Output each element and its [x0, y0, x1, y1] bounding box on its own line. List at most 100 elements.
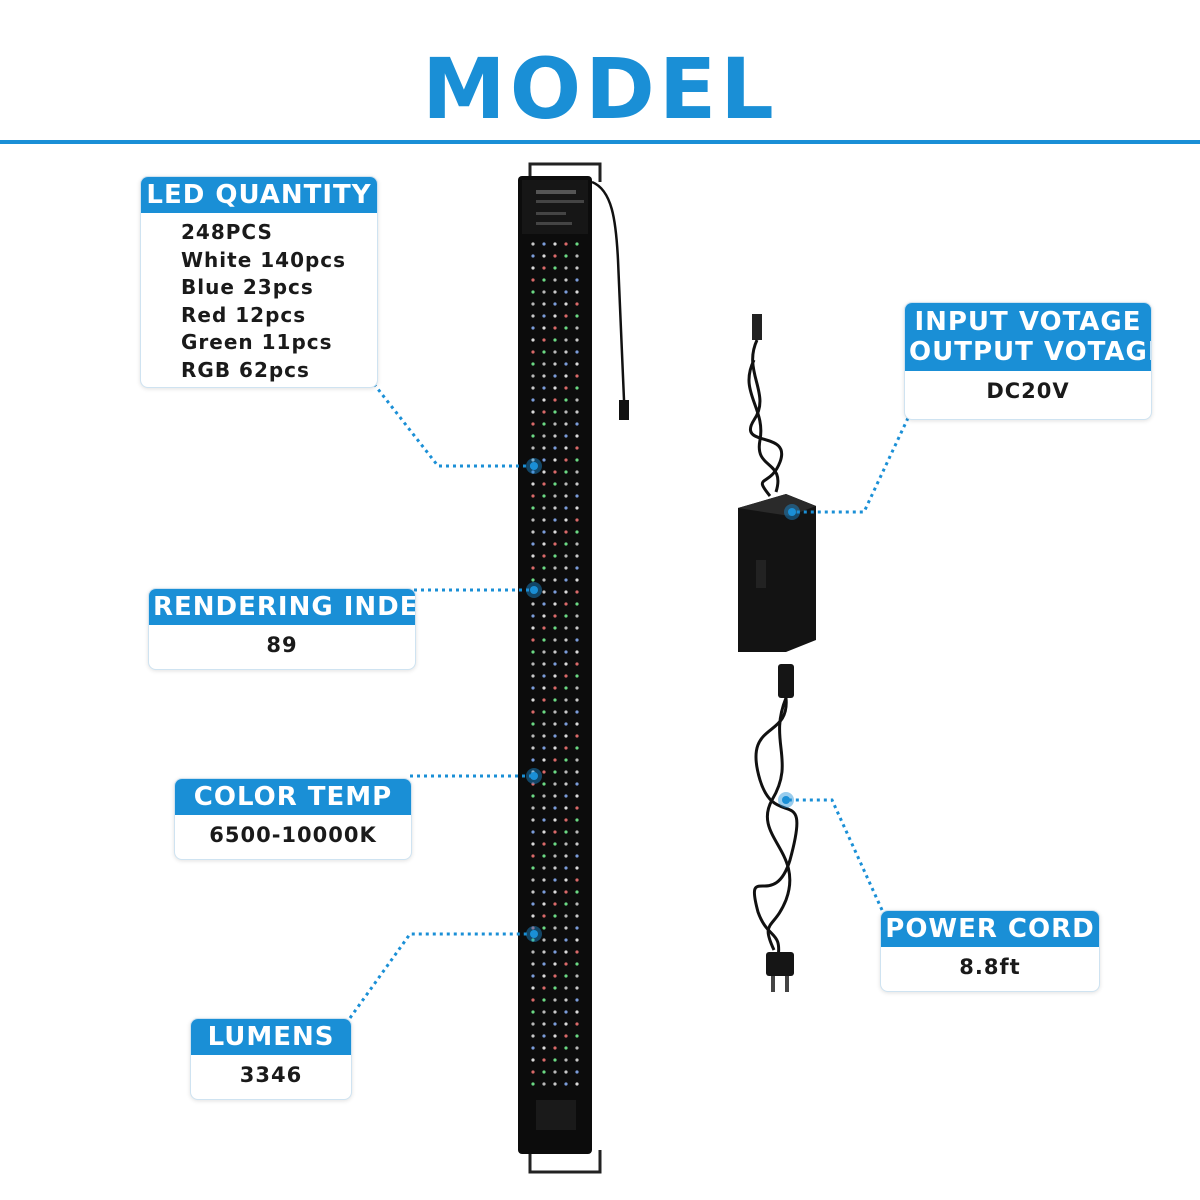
led-quantity-item: White 140pcs [181, 247, 347, 272]
led-dot [564, 974, 568, 978]
led-dot [575, 686, 579, 690]
led-dot [553, 326, 557, 330]
led-dot [575, 950, 579, 954]
led-dot [542, 422, 546, 426]
led-dot [564, 494, 568, 498]
input-voltage-label: INPUT VOTAGE [914, 307, 1142, 337]
led-dot [564, 254, 568, 258]
led-dot [531, 806, 535, 810]
led-dot [531, 794, 535, 798]
led-dot [564, 686, 568, 690]
led-dot [542, 266, 546, 270]
led-dot [564, 926, 568, 930]
led-dot [564, 734, 568, 738]
led-dot [564, 326, 568, 330]
led-dot [564, 542, 568, 546]
voltage-card: INPUT VOTAGE OUTPUT VOTAGE DC20V [904, 302, 1152, 420]
led-dot [553, 242, 557, 246]
led-dot [553, 398, 557, 402]
led-dot [575, 506, 579, 510]
callout-marker-color-temp [526, 768, 542, 784]
led-dot [553, 470, 557, 474]
led-dot [531, 626, 535, 630]
led-dot [564, 1034, 568, 1038]
led-dot [553, 254, 557, 258]
led-dot [564, 1022, 568, 1026]
led-dot [542, 938, 546, 942]
led-dot [542, 1034, 546, 1038]
led-dot [575, 470, 579, 474]
led-dot [564, 710, 568, 714]
led-dot [564, 674, 568, 678]
led-dot [542, 866, 546, 870]
lumens-heading: LUMENS [191, 1019, 351, 1055]
led-dot [564, 1082, 568, 1086]
led-dot [553, 998, 557, 1002]
led-dot [553, 1022, 557, 1026]
led-dot [575, 278, 579, 282]
led-dot [575, 818, 579, 822]
led-dot [553, 1058, 557, 1062]
led-dot [553, 554, 557, 558]
led-dot [575, 650, 579, 654]
led-dot [531, 446, 535, 450]
led-dot [531, 578, 535, 582]
led-dot [531, 278, 535, 282]
power-cord [752, 664, 799, 992]
led-dot [564, 818, 568, 822]
led-dot [564, 314, 568, 318]
led-dot [575, 830, 579, 834]
led-dot [531, 386, 535, 390]
led-dot [542, 326, 546, 330]
led-dot [553, 770, 557, 774]
led-dot [564, 530, 568, 534]
led-dot [553, 386, 557, 390]
led-dot [575, 1010, 579, 1014]
led-dot [531, 962, 535, 966]
led-dot [531, 938, 535, 942]
led-dot [542, 434, 546, 438]
led-dot [564, 722, 568, 726]
led-dot [575, 1046, 579, 1050]
rendering-index-value: 89 [266, 633, 298, 657]
led-dot [575, 614, 579, 618]
page-title: MODEL [422, 40, 778, 138]
led-dot [531, 926, 535, 930]
led-dot [553, 974, 557, 978]
led-dot [564, 1046, 568, 1050]
led-dot [542, 1070, 546, 1074]
led-dot [575, 266, 579, 270]
led-dot [542, 314, 546, 318]
led-dot [531, 974, 535, 978]
led-dot [542, 482, 546, 486]
led-dot [553, 914, 557, 918]
led-light-bar [518, 162, 602, 1174]
led-dot [564, 470, 568, 474]
led-dot [564, 350, 568, 354]
led-dot [542, 770, 546, 774]
led-dot [564, 698, 568, 702]
led-dot [575, 374, 579, 378]
led-dot [553, 542, 557, 546]
led-dot [542, 614, 546, 618]
led-dot [575, 758, 579, 762]
callout-marker-power-cord [778, 792, 794, 808]
led-dot [553, 338, 557, 342]
led-dot [542, 722, 546, 726]
led-dot [553, 1046, 557, 1050]
led-dot [531, 374, 535, 378]
color-temp-value: 6500-10000K [209, 823, 377, 847]
led-dot [553, 794, 557, 798]
led-dot [542, 878, 546, 882]
led-dot [575, 866, 579, 870]
led-dot [542, 710, 546, 714]
led-dot [553, 278, 557, 282]
led-dot [564, 830, 568, 834]
led-dot [575, 662, 579, 666]
led-dot [575, 842, 579, 846]
led-dot [553, 638, 557, 642]
color-temp-heading: COLOR TEMP [175, 779, 411, 815]
led-dot [564, 266, 568, 270]
led-dot [575, 314, 579, 318]
led-dot [542, 362, 546, 366]
